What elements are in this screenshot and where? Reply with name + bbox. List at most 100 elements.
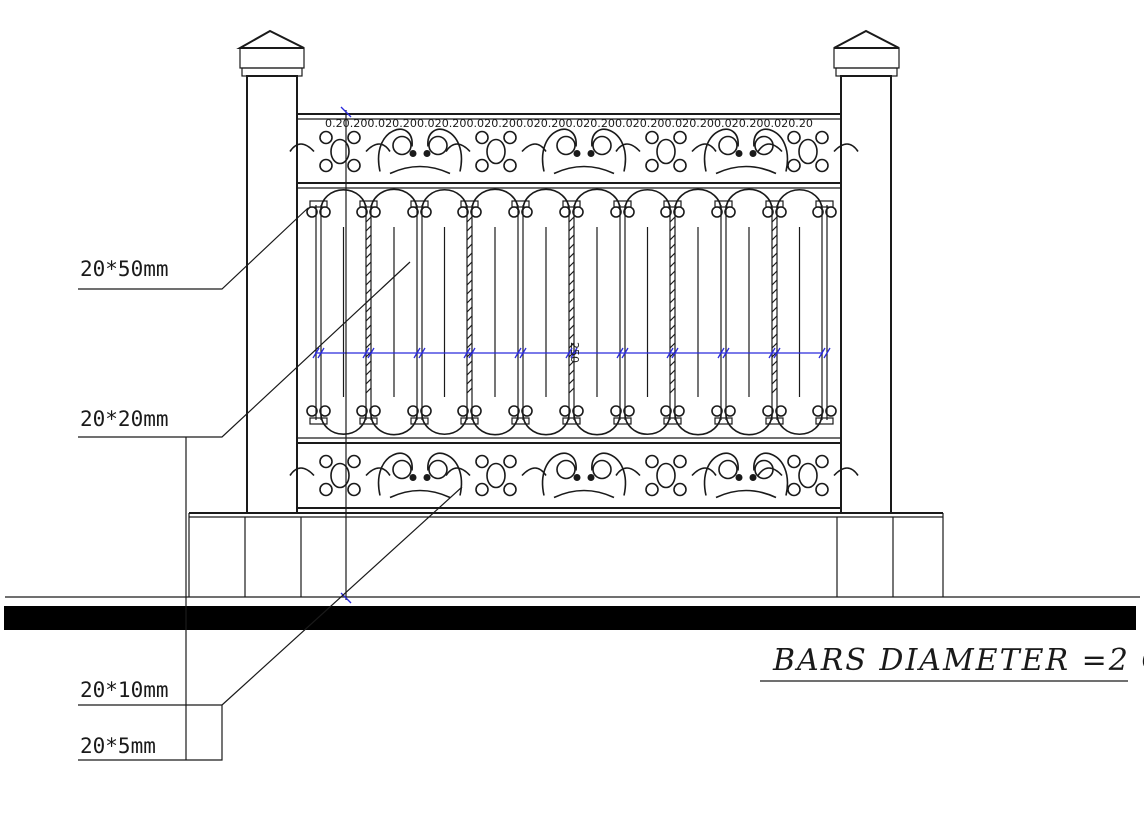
vertical-bars xyxy=(306,200,837,425)
ground xyxy=(4,596,1140,630)
scroll-coil xyxy=(787,482,801,497)
bar-curl xyxy=(812,405,824,417)
bar-twist xyxy=(466,297,473,304)
scroll-curve xyxy=(365,467,391,477)
scroll-coil xyxy=(787,158,801,173)
bar-twist xyxy=(669,243,676,250)
scroll-ring xyxy=(656,462,676,489)
bar-twist xyxy=(365,252,372,259)
bar-twist xyxy=(669,378,676,385)
right-pillar xyxy=(833,29,900,514)
scroll-dot xyxy=(735,474,743,481)
bar-twist xyxy=(669,324,676,331)
scroll-dot xyxy=(573,150,581,157)
scroll-coil xyxy=(475,482,489,497)
bar-curl xyxy=(407,405,419,417)
bar-clip xyxy=(410,417,429,425)
scroll-curve xyxy=(541,452,577,496)
bar-twist xyxy=(466,360,473,367)
bar-twist xyxy=(568,243,575,250)
scroll-coil xyxy=(319,454,333,469)
bar-clip xyxy=(309,200,328,208)
bar-curl xyxy=(306,405,318,417)
bar-twist xyxy=(669,216,676,223)
bar-twist xyxy=(365,243,372,250)
bar-curl xyxy=(508,206,520,218)
scroll-coil xyxy=(347,454,361,469)
dim-tick xyxy=(666,347,674,359)
dim-tick xyxy=(463,347,471,359)
scroll-curve xyxy=(691,143,717,153)
scroll-curve xyxy=(703,128,739,172)
dim-tick xyxy=(717,347,725,359)
dim-tick xyxy=(565,347,573,359)
dim-tick xyxy=(413,347,421,359)
arch-bottom xyxy=(674,413,722,436)
scroll-curve xyxy=(591,128,627,172)
bar-twist xyxy=(568,288,575,295)
bar-twist xyxy=(568,270,575,277)
bar-clip xyxy=(511,200,530,208)
scroll-coil xyxy=(347,130,361,145)
bar-curl xyxy=(319,405,331,417)
scroll-coil xyxy=(815,454,829,469)
bar-clip xyxy=(613,417,632,425)
bar-twist xyxy=(669,333,676,340)
dim-tick xyxy=(823,347,831,359)
bar-twist xyxy=(365,306,372,313)
bar-twist xyxy=(466,252,473,259)
scroll-dot xyxy=(587,474,595,481)
bar-twist xyxy=(365,288,372,295)
arch-top xyxy=(624,188,671,211)
scroll-coil xyxy=(718,135,738,156)
bar-clip xyxy=(359,200,378,208)
arch-top xyxy=(320,188,367,211)
bar-twist xyxy=(771,333,778,340)
scroll-coil xyxy=(673,454,687,469)
bar-twist xyxy=(466,378,473,385)
scroll-dot xyxy=(423,150,431,157)
bar-twist xyxy=(568,297,575,304)
bar-twist xyxy=(771,342,778,349)
scroll-coil xyxy=(592,135,612,156)
arch-bottom xyxy=(725,413,773,436)
scroll-curve xyxy=(445,467,471,477)
scroll-ring xyxy=(798,138,818,165)
bar-twist xyxy=(669,261,676,268)
bar-curl xyxy=(711,405,723,417)
bar-twist xyxy=(466,288,473,295)
bar-twist xyxy=(669,315,676,322)
bar-twist xyxy=(568,333,575,340)
scroll-dot xyxy=(749,150,757,157)
scroll-ring xyxy=(798,462,818,489)
scroll-coil xyxy=(787,130,801,145)
bar-clip xyxy=(562,200,581,208)
scroll-coil xyxy=(475,158,489,173)
bar-curl xyxy=(470,206,482,218)
small-scroll-motif xyxy=(757,454,859,497)
bar-twist xyxy=(466,261,473,268)
bar-curl xyxy=(521,405,533,417)
bar-clip xyxy=(765,417,784,425)
dim-tick xyxy=(519,347,527,359)
scroll-curve xyxy=(521,467,547,477)
scroll-curve xyxy=(833,143,859,153)
bar-twist xyxy=(669,369,676,376)
bar-twist xyxy=(669,234,676,241)
bar-twist xyxy=(568,252,575,259)
bar-clip xyxy=(765,200,784,208)
bar-twist xyxy=(365,378,372,385)
bar-clip xyxy=(714,417,733,425)
bar-twist xyxy=(466,225,473,232)
arch-top xyxy=(370,188,418,211)
arch-top xyxy=(573,188,621,211)
base-plinth xyxy=(188,512,944,597)
bar-curl xyxy=(521,206,533,218)
scroll-curve xyxy=(615,143,641,153)
bar-curl xyxy=(660,405,672,417)
bar-twist xyxy=(466,333,473,340)
small-scroll-motif xyxy=(757,130,859,173)
scroll-coil xyxy=(392,135,412,156)
scroll-coil xyxy=(673,482,687,497)
scroll-coil xyxy=(645,130,659,145)
